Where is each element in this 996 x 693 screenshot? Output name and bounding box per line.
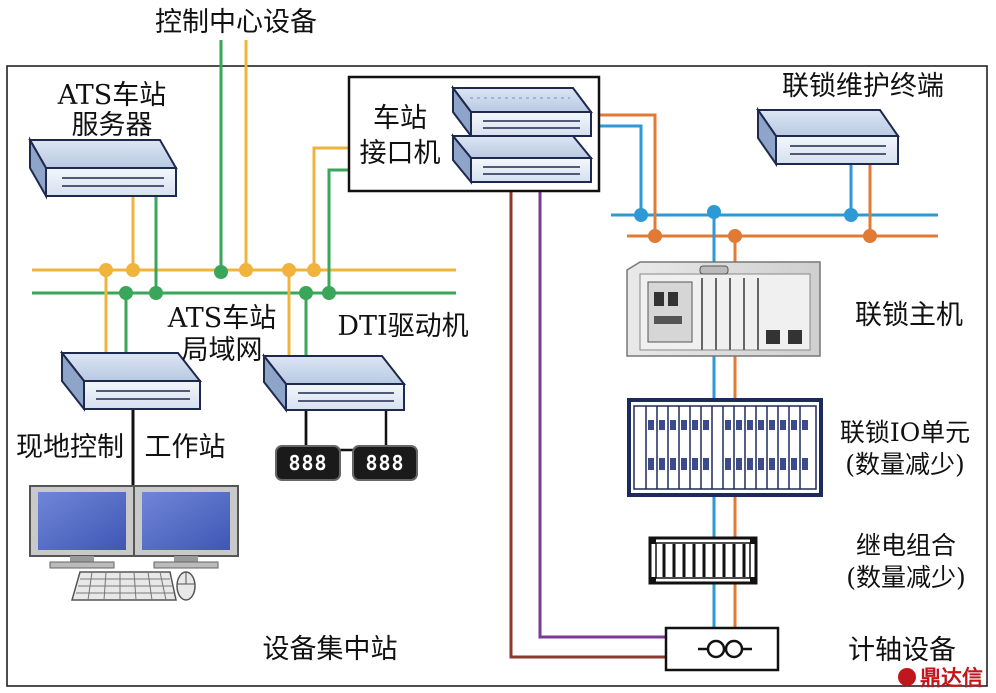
relay-label-line1: 继电组合 <box>856 531 956 560</box>
interlock-io-rack-icon <box>627 398 823 497</box>
monitor-right-icon <box>133 485 239 569</box>
dti-display-cable <box>304 410 386 452</box>
dti-display-1-digits: 888 <box>288 451 327 475</box>
keyboard-icon <box>71 571 177 601</box>
junction-dot <box>214 265 228 279</box>
junction-dot <box>863 229 877 243</box>
ats-lan-label-line1: ATS车站 <box>167 303 277 334</box>
junction-dot <box>307 263 321 277</box>
interface-interlock-blue <box>600 124 643 215</box>
interlock-terminal-icon <box>756 106 900 168</box>
junction-dot <box>119 286 133 300</box>
interface-server-bottom-icon <box>450 133 594 185</box>
ats-server-icon <box>28 136 178 200</box>
mouse-icon <box>176 571 196 601</box>
workstation-label: 工作站 <box>145 432 226 463</box>
junction-dot <box>149 286 163 300</box>
junction-dot <box>126 263 140 277</box>
io-unit-label-line2: (数量减少) <box>845 450 965 479</box>
centralized-station-label: 设备集中站 <box>263 634 398 665</box>
interface-interlock-orange <box>600 113 657 236</box>
junction-dot <box>282 263 296 277</box>
junction-dot <box>99 263 113 277</box>
dti-driver-icon <box>261 353 407 413</box>
interlock-host-icon <box>626 261 821 357</box>
ats-server-label-line1: ATS车站 <box>57 80 167 111</box>
control-center-label: 控制中心设备 <box>155 7 317 38</box>
station-interface-label-line1: 车站 <box>373 103 427 134</box>
junction-dot <box>707 205 721 219</box>
junction-dots <box>99 205 877 300</box>
axle-counter-label: 计轴设备 <box>848 635 956 666</box>
interface-link-green <box>327 168 352 293</box>
station-interface-label-line2: 接口机 <box>360 138 441 169</box>
interlock-host-label: 联锁主机 <box>855 300 963 331</box>
axle-link-purple <box>538 188 666 639</box>
interface-link-yellow <box>312 146 352 270</box>
station-boundary <box>6 65 988 687</box>
dti-display-2-icon: 888 <box>352 445 418 481</box>
axle-counter-icon <box>664 626 780 672</box>
relay-combination-icon <box>648 536 758 585</box>
dti-display-1-icon: 888 <box>275 445 341 481</box>
ats-lan-label-line2: 局域网 <box>182 335 263 366</box>
relay-label-line2: (数量减少) <box>846 563 966 592</box>
io-unit-label-line1: 联锁IO单元 <box>840 418 970 447</box>
interface-server-top-icon <box>451 85 593 139</box>
interlock-terminal-label: 联锁维护终端 <box>782 71 944 102</box>
ats-server-label-line2: 服务器 <box>72 110 153 141</box>
axle-link-brown <box>509 188 666 659</box>
junction-dot <box>728 229 742 243</box>
dti-display-2-digits: 888 <box>365 451 404 475</box>
monitor-left-icon <box>29 485 135 569</box>
junction-dot <box>648 229 662 243</box>
junction-dot <box>322 286 336 300</box>
watermark-text: 鼎达信 <box>920 666 983 690</box>
junction-dot <box>239 263 253 277</box>
dti-driver-label: DTI驱动机 <box>337 311 468 342</box>
workstation-server-icon <box>59 350 203 412</box>
junction-dot <box>299 286 313 300</box>
junction-dot <box>634 208 648 222</box>
local-control-label: 现地控制 <box>16 432 124 463</box>
junction-dot <box>844 208 858 222</box>
watermark-logo: 鼎达信 <box>898 666 983 690</box>
